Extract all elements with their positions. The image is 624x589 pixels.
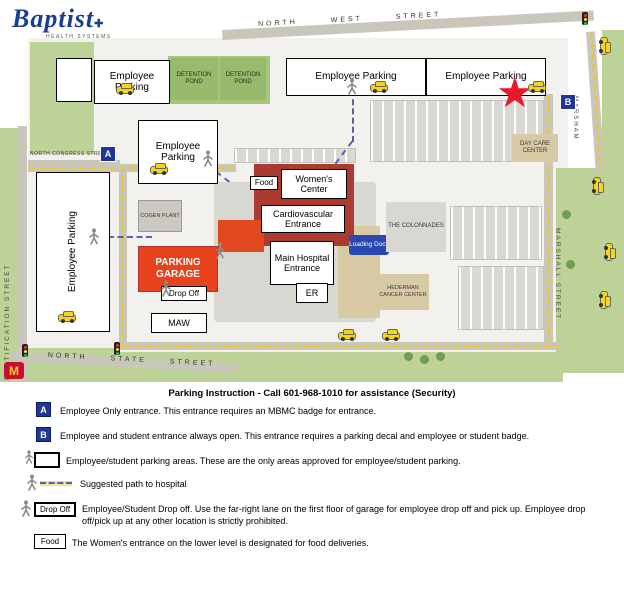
main-hospital-entrance-label: Main Hospital Entrance <box>270 241 334 285</box>
womens-center-label: Women's Center <box>281 169 347 199</box>
traffic-light-icon <box>114 342 120 355</box>
employee-parking-area-3: Employee Parking <box>286 58 426 96</box>
parking-lot <box>234 148 356 163</box>
detention-pond: DETENTION POND <box>170 58 218 100</box>
taxi-icon <box>593 177 601 195</box>
traffic-light-icon <box>582 12 588 25</box>
street-label-fortification: FORTIFICATION STREET <box>4 263 11 380</box>
taxi-icon <box>605 243 613 261</box>
legend-food-icon: Food <box>34 534 66 549</box>
legend-text-food: The Women's entrance on the lower level … <box>72 538 369 548</box>
cardiovascular-entrance-label: Cardiovascular Entrance <box>261 205 345 233</box>
entrance-marker-b: B <box>561 95 575 109</box>
loading-dock-label: Loading Dock <box>349 235 389 255</box>
tree-icon <box>420 355 429 364</box>
legend-parking-box-icon <box>34 452 60 468</box>
drop-off-label: Drop Off <box>161 286 207 301</box>
pedestrian-icon <box>27 474 37 491</box>
employee-parking-label: Employee Parking <box>67 211 79 293</box>
tree-icon <box>404 352 413 361</box>
suggested-path <box>108 236 152 238</box>
pedestrian-icon <box>89 228 99 245</box>
taxi-icon <box>382 329 400 341</box>
detention-pond: DETENTION POND <box>220 58 266 100</box>
taxi-icon <box>116 83 134 95</box>
suggested-path <box>352 90 354 142</box>
er-label: ER <box>296 283 328 303</box>
pedestrian-icon <box>203 150 213 167</box>
entrance-marker-a: A <box>101 147 115 161</box>
maw-label: MAW <box>151 313 207 333</box>
taxi-icon <box>58 311 76 323</box>
logo-tagline: HEALTH SYSTEMS <box>46 34 112 40</box>
food-entrance-label: Food <box>250 176 278 190</box>
parking-lot <box>458 266 544 330</box>
street-label-north-congress: NORTH CONGRESS STREET <box>30 151 110 157</box>
day-care-center: DAY CARE CENTER <box>512 134 558 162</box>
road-internal-south <box>123 342 561 350</box>
green-area <box>602 30 624 178</box>
logo: Baptist✚ HEALTH SYSTEMS <box>12 4 112 40</box>
pedestrian-icon <box>347 78 357 95</box>
road-internal-vertical <box>119 164 127 350</box>
street-label-marshall: MARSHALL STREET <box>554 228 561 321</box>
pedestrian-icon <box>161 280 171 297</box>
taxi-icon <box>600 291 608 309</box>
taxi-icon <box>370 81 388 93</box>
employee-parking-area-5: Employee Parking <box>36 172 110 332</box>
legend-text-b: Employee and student entrance always ope… <box>60 431 530 441</box>
colonnades-building: THE COLONNADES <box>386 202 446 252</box>
pedestrian-icon <box>215 242 225 259</box>
green-area <box>556 168 624 373</box>
taxi-icon <box>150 163 168 175</box>
logo-text: Baptist <box>12 4 95 33</box>
red-building <box>218 220 264 252</box>
cross-icon: ✚ <box>94 18 104 30</box>
pedestrian-icon <box>25 450 33 464</box>
road-internal-west <box>28 164 236 172</box>
tree-icon <box>566 260 575 269</box>
legend-text-drop-off: Employee/Student Drop off. Use the far-r… <box>82 504 586 527</box>
parking-garage: PARKING GARAGE <box>138 246 218 292</box>
mcdonalds-icon: M <box>4 362 24 379</box>
tree-icon <box>562 210 571 219</box>
legend-path-dashes <box>40 482 72 484</box>
star-marker: ★ <box>496 69 534 116</box>
legend-title: Parking Instruction - Call 601-968-1010 … <box>168 388 456 399</box>
parking-lot <box>450 206 542 260</box>
employee-parking-area-1: Employee Parking <box>94 60 170 104</box>
street-label-marsham: MARSHAM <box>572 96 578 141</box>
road-marshall-street <box>544 94 553 346</box>
taxi-icon <box>338 329 356 341</box>
traffic-light-icon <box>22 344 28 357</box>
legend-marker-b: B <box>36 427 51 442</box>
cogen-plant: COGEN PLANT <box>138 200 182 232</box>
tree-icon <box>436 352 445 361</box>
hederman-cancer-center: HEDERMAN CANCER CENTER <box>377 274 429 310</box>
legend-text-parking: Employee/student parking areas. These ar… <box>66 456 461 466</box>
legend-text-a: Employee Only entrance. This entrance re… <box>60 406 376 416</box>
legend-drop-off-icon: Drop Off <box>34 502 76 517</box>
taxi-icon <box>600 37 608 55</box>
taxi-icon <box>528 81 546 93</box>
legend-text-path: Suggested path to hospital <box>80 479 187 489</box>
employee-parking-area-4: Employee Parking <box>426 58 546 96</box>
small-building <box>56 58 92 102</box>
green-area <box>0 128 20 382</box>
road-fortification-street <box>18 126 27 382</box>
road-north-congress-street <box>28 160 120 167</box>
pedestrian-icon <box>21 500 31 517</box>
legend-marker-a: A <box>36 402 51 417</box>
